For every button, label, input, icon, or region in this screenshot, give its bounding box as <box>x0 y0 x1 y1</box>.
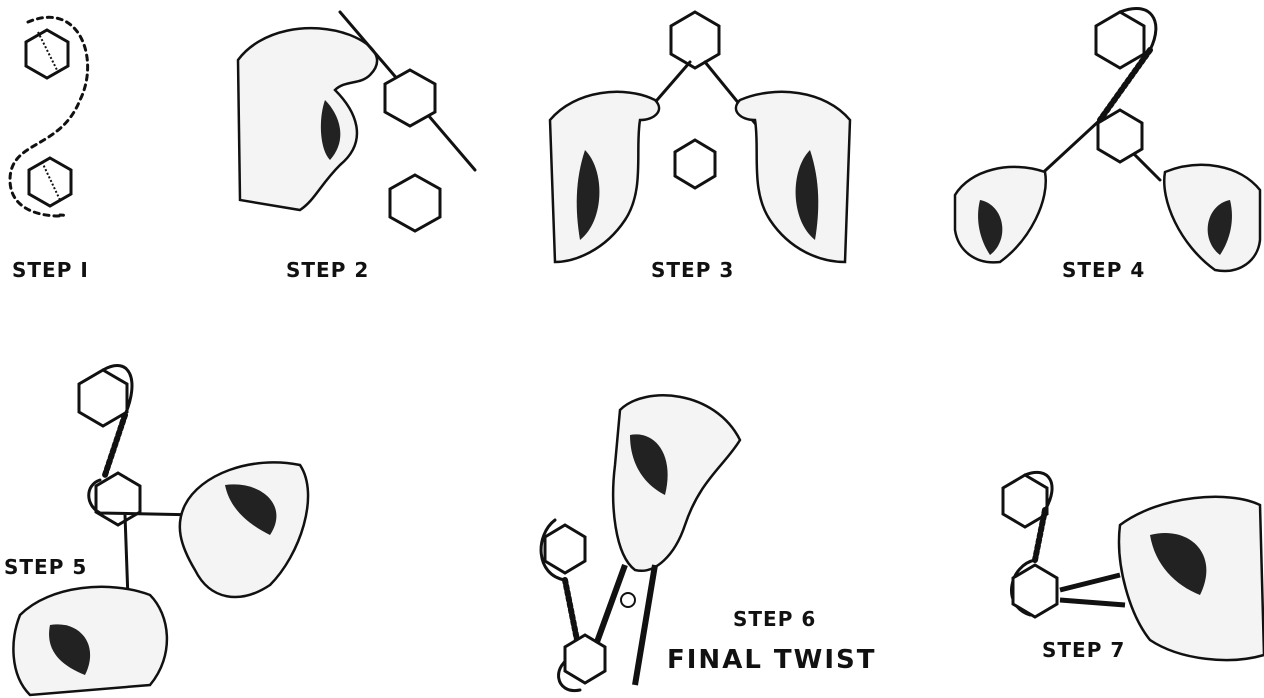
step-1-panel: STEP I <box>0 0 140 300</box>
step-6-sublabel: FINAL TWIST <box>667 645 876 675</box>
left-hand <box>955 167 1046 262</box>
bolt-head-upper <box>385 70 435 126</box>
bolt-head-lower <box>390 175 440 231</box>
right-hand <box>736 92 850 262</box>
bolt-head-upper <box>79 370 127 426</box>
step-7-label: STEP 7 <box>1042 638 1125 662</box>
step-5-panel: STEP 5 <box>0 355 340 698</box>
bolt-head-lower <box>96 473 140 525</box>
bolt-head-lower <box>565 635 605 683</box>
bolt-head-lower <box>675 140 715 188</box>
step-7-illustration <box>990 465 1264 698</box>
step-5-illustration <box>0 355 340 698</box>
bolt-head-lower <box>29 158 71 206</box>
step-4-illustration <box>950 0 1264 300</box>
bolt-head-lower <box>1013 565 1057 617</box>
cutters <box>1060 575 1125 605</box>
bolt-head-upper <box>545 525 585 573</box>
bolt-head-upper <box>1096 12 1144 68</box>
step-6-label: STEP 6 <box>733 607 816 631</box>
step-1-illustration <box>0 0 140 300</box>
step-1-label: STEP I <box>12 258 89 282</box>
lower-hand <box>13 587 166 695</box>
left-hand <box>550 92 659 262</box>
step-7-panel: STEP 7 <box>990 465 1264 698</box>
step-6-panel: STEP 6 FINAL TWIST <box>525 385 925 698</box>
hand <box>238 28 377 210</box>
bolt-head-lower <box>1098 110 1142 162</box>
step-4-label: STEP 4 <box>1062 258 1145 282</box>
step-3-label: STEP 3 <box>651 258 734 282</box>
step-2-illustration <box>220 0 500 300</box>
hand <box>613 395 740 570</box>
step-5-label: STEP 5 <box>4 555 87 579</box>
step-2-label: STEP 2 <box>286 258 369 282</box>
bolt-head-upper <box>671 12 719 68</box>
step-4-panel: STEP 4 <box>950 0 1264 300</box>
step-3-illustration <box>545 0 855 300</box>
step-2-panel: STEP 2 <box>220 0 500 300</box>
upper-hand <box>180 462 308 597</box>
pliers-pivot <box>621 593 635 607</box>
step-3-panel: STEP 3 <box>545 0 855 300</box>
bolt-head-upper <box>26 30 68 78</box>
